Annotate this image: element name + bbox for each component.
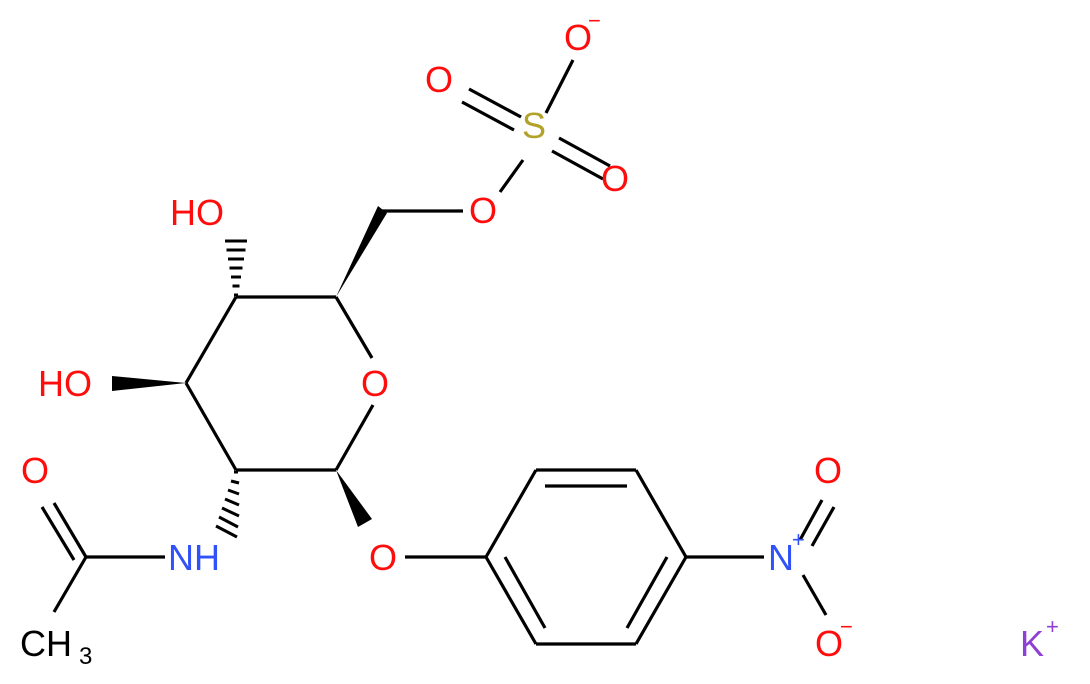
bond-s-oleft-a xyxy=(468,87,522,119)
nitro-o-bottom: O xyxy=(815,623,843,664)
hash-c4-oh xyxy=(225,239,247,297)
bond-ar4-inner xyxy=(625,556,669,629)
bond-n-otop-b xyxy=(810,506,836,547)
carbonyl-oxygen: O xyxy=(21,450,49,491)
methyl-carbon: CH xyxy=(20,623,72,664)
ring-oxygen: O xyxy=(361,363,389,404)
nitro-o-bottom-charge: − xyxy=(840,614,853,639)
bond-s-obridge xyxy=(498,159,525,193)
sulfate-o-right: O xyxy=(601,158,629,199)
sulfate-o-bridge: O xyxy=(469,190,497,231)
hydroxyl-top: HO xyxy=(170,192,224,233)
bond-ar6 xyxy=(484,556,538,645)
amide-nh: NH xyxy=(168,537,220,578)
bond-c5-o5 xyxy=(334,296,374,359)
wedge-c3-oh xyxy=(112,376,186,391)
bond-co-a xyxy=(52,502,88,558)
bond-ar6-inner xyxy=(503,556,547,629)
bond-co-b xyxy=(40,506,76,561)
bond-s-ominus xyxy=(544,59,575,114)
nitro-n: N xyxy=(768,537,794,578)
methyl-subscript: 3 xyxy=(79,643,92,670)
bond-s-oleft-b xyxy=(461,100,515,132)
bond-s-oright-a xyxy=(558,136,611,168)
wedge-c5-ch2 xyxy=(336,206,387,297)
nitro-o-top: O xyxy=(814,450,842,491)
hash-c2-nh xyxy=(215,470,240,539)
bond-c2-c3 xyxy=(184,382,238,471)
bond-cacyl-ch3 xyxy=(52,556,88,613)
bond-ar3 xyxy=(634,469,688,558)
bond-n-obot xyxy=(801,574,828,616)
potassium-charge: + xyxy=(1046,614,1059,639)
sulfate-o-left: O xyxy=(425,59,453,100)
bond-ar1 xyxy=(484,469,538,558)
sulfate-o-minus-charge: − xyxy=(588,8,601,33)
bond-c3-c4 xyxy=(184,296,238,384)
bond-ar4 xyxy=(634,556,688,645)
sulfate-o-minus: O xyxy=(564,17,592,58)
bond-n-otop-a xyxy=(798,499,824,541)
bond-s-oright-b xyxy=(551,149,604,181)
nitro-n-charge: + xyxy=(792,527,805,552)
glycosidic-oxygen: O xyxy=(369,537,397,578)
hydroxyl-left: HO xyxy=(38,363,92,404)
sulfur-atom: S xyxy=(522,105,546,146)
wedge-c1-o xyxy=(336,470,372,527)
potassium-ion: K xyxy=(1020,623,1044,664)
bond-o5-c1 xyxy=(334,404,375,471)
